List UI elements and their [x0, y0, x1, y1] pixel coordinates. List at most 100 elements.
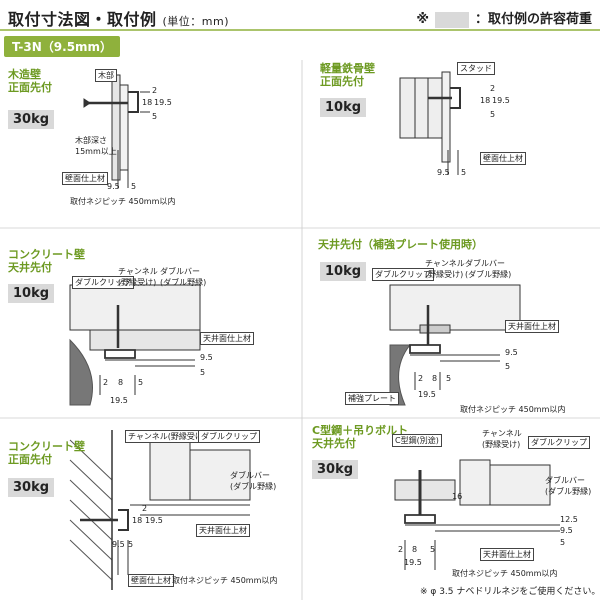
steel-dim-19-5: 19.5: [492, 96, 510, 105]
plate-ceiling-clip-label: ダブルクリップ: [372, 268, 434, 281]
conc-wall-ceiling-label: 天井面仕上材: [196, 524, 250, 537]
c-steel-dim-8: 8: [412, 545, 418, 554]
model-badge: T-3N（9.5mm）: [4, 36, 121, 57]
conc-ceiling-bar-label: ダブルバー (ダブル野縁): [160, 267, 207, 287]
weight-swatch: [434, 11, 469, 28]
conc-wall-bar-label: ダブルバー (ダブル野縁): [230, 471, 277, 491]
plate-ceiling-dim-5a: 5: [505, 362, 511, 371]
steel-wall-drawing: [399, 71, 461, 175]
conc-ceiling-dim-2: 2: [103, 378, 109, 387]
wood-finish-label: 壁面仕上材: [62, 172, 108, 185]
steel-title-1: 軽量鉄骨壁: [320, 62, 375, 75]
plate-ceiling-plate-label: 補強プレート: [345, 392, 399, 405]
c-steel-bar-label: ダブルバー (ダブル野縁): [545, 476, 592, 496]
title-text: 取付寸法図・取付例: [8, 10, 157, 29]
plate-ceiling-pitch-label: 取付ネジピッチ 450mm以内: [460, 405, 566, 414]
steel-weight: 10kg: [320, 98, 367, 117]
c-steel-title-1: C型鋼＋吊りボルト: [312, 424, 409, 437]
wood-wall-drawing: [83, 74, 150, 188]
wood-base-label: 木部: [95, 69, 117, 82]
conc-wall-clip-label: ダブルクリップ: [198, 430, 260, 443]
plate-ceiling-dim-9-5: 9.5: [505, 348, 518, 357]
c-steel-dim-16: 16: [452, 492, 463, 501]
c-steel-pitch-label: 取付ネジピッチ 450mm以内: [452, 569, 558, 578]
steel-stud-label: スタッド: [457, 62, 495, 75]
conc-ceiling-dim-19-5: 19.5: [110, 396, 128, 405]
conc-wall-title: コンクリート壁正面先付: [8, 440, 85, 466]
wood-title-2: 正面先付: [8, 81, 52, 94]
conc-ceiling-dim-9-5: 9.5: [200, 353, 213, 362]
load-legend: ※ ：取付例の許容荷重: [416, 8, 592, 28]
c-steel-title-2: 天井先付: [312, 437, 356, 450]
concrete-wall-drawing: [69, 430, 251, 590]
conc-wall-title-2: 正面先付: [8, 453, 52, 466]
c-steel-weight: 30kg: [312, 460, 359, 479]
plate-ceiling-title: 天井先付（補強プレート使用時）: [318, 238, 483, 251]
c-steel-dim-19-5: 19.5: [404, 558, 422, 567]
conc-ceiling-title-1: コンクリート壁: [8, 248, 85, 261]
wood-title-1: 木造壁: [8, 68, 41, 81]
plate-ceiling-dim-19-5: 19.5: [418, 390, 436, 399]
steel-finish-label: 壁面仕上材: [480, 152, 526, 165]
c-steel-dim-12-5: 12.5: [560, 515, 578, 524]
conc-wall-weight: 30kg: [8, 478, 55, 497]
conc-ceiling-title-2: 天井先付: [8, 261, 52, 274]
c-steel-title: C型鋼＋吊りボルト天井先付: [312, 424, 408, 450]
steel-dim-18: 18: [480, 96, 491, 105]
c-steel-finish-label: 天井面仕上材: [480, 548, 534, 561]
page-title: 取付寸法図・取付例 (単位：mm): [8, 6, 229, 30]
note-text: ：取付例の許容荷重: [474, 12, 592, 27]
concrete-ceiling-drawing: [69, 284, 201, 406]
c-steel-drawing: [394, 459, 560, 570]
conc-wall-title-1: コンクリート壁: [8, 440, 85, 453]
plate-ceiling-drawing: [389, 284, 521, 406]
c-steel-dim-5b: 5: [430, 545, 436, 554]
conc-wall-dim-9-5: 9.5: [112, 540, 125, 549]
plate-ceiling-finish-label: 天井面仕上材: [505, 320, 559, 333]
conc-wall-dim-5: 5: [128, 540, 134, 549]
wood-weight: 30kg: [8, 110, 55, 129]
plate-ceiling-dim-2: 2: [418, 374, 424, 383]
wood-title: 木造壁正面先付: [8, 68, 52, 94]
steel-dim-5b: 5: [461, 168, 467, 177]
steel-dim-2: 2: [490, 84, 496, 93]
c-steel-dim-9-5: 9.5: [560, 526, 573, 535]
steel-dim-5a: 5: [490, 110, 496, 119]
c-steel-label: C型鋼(別途): [392, 434, 442, 447]
conc-ceiling-title: コンクリート壁天井先付: [8, 248, 85, 274]
plate-ceiling-bar-label: ダブルバー (ダブル野縁): [465, 259, 512, 279]
steel-title-2: 正面先付: [320, 75, 364, 88]
conc-ceiling-dim-8: 8: [118, 378, 124, 387]
wood-dim-9-5: 9.5: [107, 182, 120, 191]
note-prefix: ※: [416, 12, 429, 27]
wood-dim-18: 18: [142, 98, 153, 107]
wood-dim-19-5: 19.5: [154, 98, 172, 107]
conc-wall-dim-18: 18: [132, 516, 143, 525]
c-steel-dim-5a: 5: [560, 538, 566, 547]
conc-ceiling-weight: 10kg: [8, 284, 55, 303]
conc-ceiling-dim-5a: 5: [200, 368, 206, 377]
conc-ceiling-dim-5b: 5: [138, 378, 144, 387]
plate-ceiling-weight: 10kg: [320, 262, 367, 281]
unit-text: (単位：mm): [162, 15, 230, 28]
conc-wall-dim-19-5: 19.5: [145, 516, 163, 525]
conc-wall-finish-label: 壁面仕上材: [128, 574, 174, 587]
wood-dim-5a: 5: [152, 112, 158, 121]
conc-ceiling-finish-label: 天井面仕上材: [200, 332, 254, 345]
c-steel-dim-2: 2: [398, 545, 404, 554]
wood-depth-label: 木部深さ 15mm以上: [75, 136, 117, 156]
conc-ceiling-channel-label: チャンネル (野縁受け): [118, 267, 158, 287]
plate-ceiling-channel-label: チャンネル (野縁受け): [425, 259, 465, 279]
steel-dim-9-5: 9.5: [437, 168, 450, 177]
c-steel-footnote: ※ φ 3.5 ナベドリルネジをご使用ください。: [420, 587, 600, 597]
conc-wall-pitch-label: 取付ネジピッチ 450mm以内: [172, 576, 278, 585]
steel-title: 軽量鉄骨壁正面先付: [320, 62, 375, 88]
wood-dim-5b: 5: [131, 182, 137, 191]
c-steel-clip-label: ダブルクリップ: [528, 436, 590, 449]
conc-wall-channel-label: チャンネル(野縁受け): [125, 430, 210, 443]
wood-pitch-label: 取付ネジピッチ 450mm以内: [70, 197, 176, 206]
plate-ceiling-dim-5b: 5: [446, 374, 452, 383]
wood-dim-2: 2: [152, 86, 158, 95]
conc-ceiling-clip-label: ダブルクリップ: [72, 276, 134, 289]
